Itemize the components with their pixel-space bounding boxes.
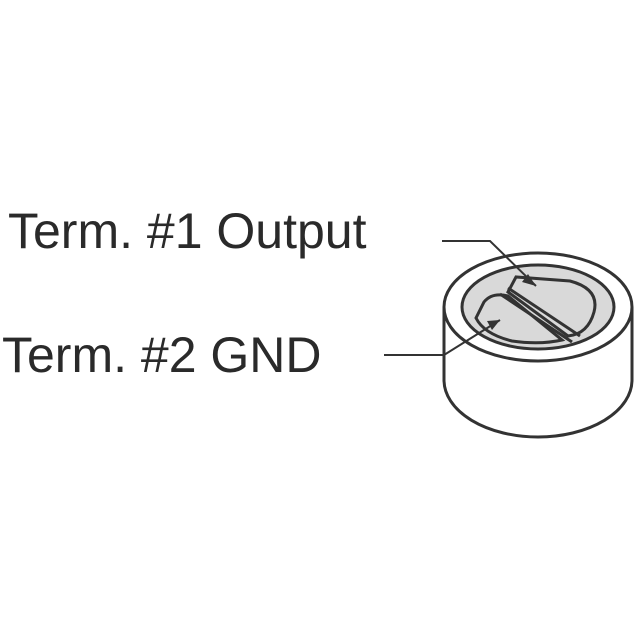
leader-lines (384, 240, 537, 356)
leader-line-terminal-1 (442, 240, 537, 287)
arrowhead-terminal-1 (522, 274, 536, 286)
label-terminal-1: Term. #1 Output (8, 203, 367, 259)
arrowhead-terminal-2 (487, 320, 500, 330)
label-terminal-2: Term. #2 GND (2, 327, 322, 383)
leader-line-terminal-2 (384, 319, 501, 356)
terminal-pads (474, 275, 597, 345)
sensor-body (442, 251, 634, 439)
terminal-divider (499, 286, 581, 344)
